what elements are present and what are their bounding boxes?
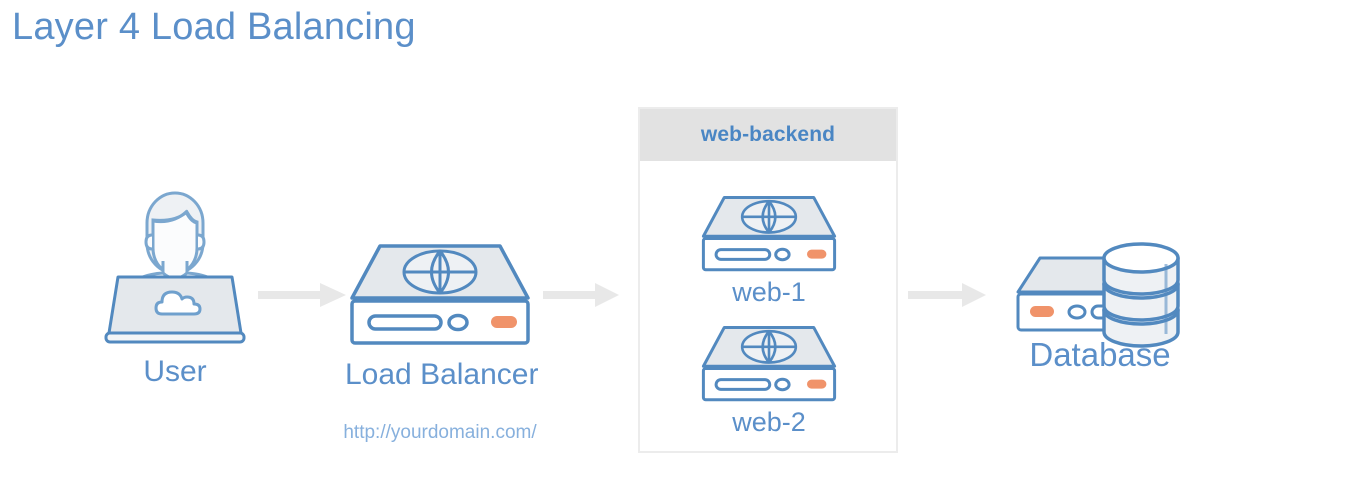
page-title: Layer 4 Load Balancing [12, 6, 416, 48]
node-user[interactable]: User [100, 175, 250, 395]
node-database[interactable]: Database [1000, 240, 1200, 380]
user-laptop-icon [104, 191, 246, 344]
node-web-1[interactable]: web-1 [698, 193, 840, 313]
server-globe-icon [701, 195, 837, 272]
node-load-balancer[interactable]: Load Balancer [345, 240, 539, 400]
group-title-label: web-backend [700, 123, 836, 146]
node-label-load-balancer: Load Balancer [345, 358, 539, 391]
arrow-lb-to-backend [543, 283, 619, 307]
node-label-database: Database [1029, 336, 1171, 373]
server-globe-icon [701, 325, 837, 402]
node-web-2[interactable]: web-2 [698, 323, 840, 443]
node-label-user: User [143, 355, 207, 388]
load-balancer-url-caption: http://yourdomain.com/ [343, 422, 537, 443]
server-globe-icon [350, 244, 530, 345]
group-body-web-backend: web-1 web-2 [640, 161, 896, 451]
group-header-web-backend: web-backend [640, 109, 896, 161]
node-label-web-2: web-2 [732, 407, 806, 437]
arrow-backend-to-db [908, 283, 986, 307]
database-server-icon [1016, 242, 1180, 348]
arrow-user-to-lb [258, 283, 346, 307]
node-label-web-1: web-1 [732, 277, 806, 307]
group-web-backend: web-backend web-1 [638, 107, 898, 453]
